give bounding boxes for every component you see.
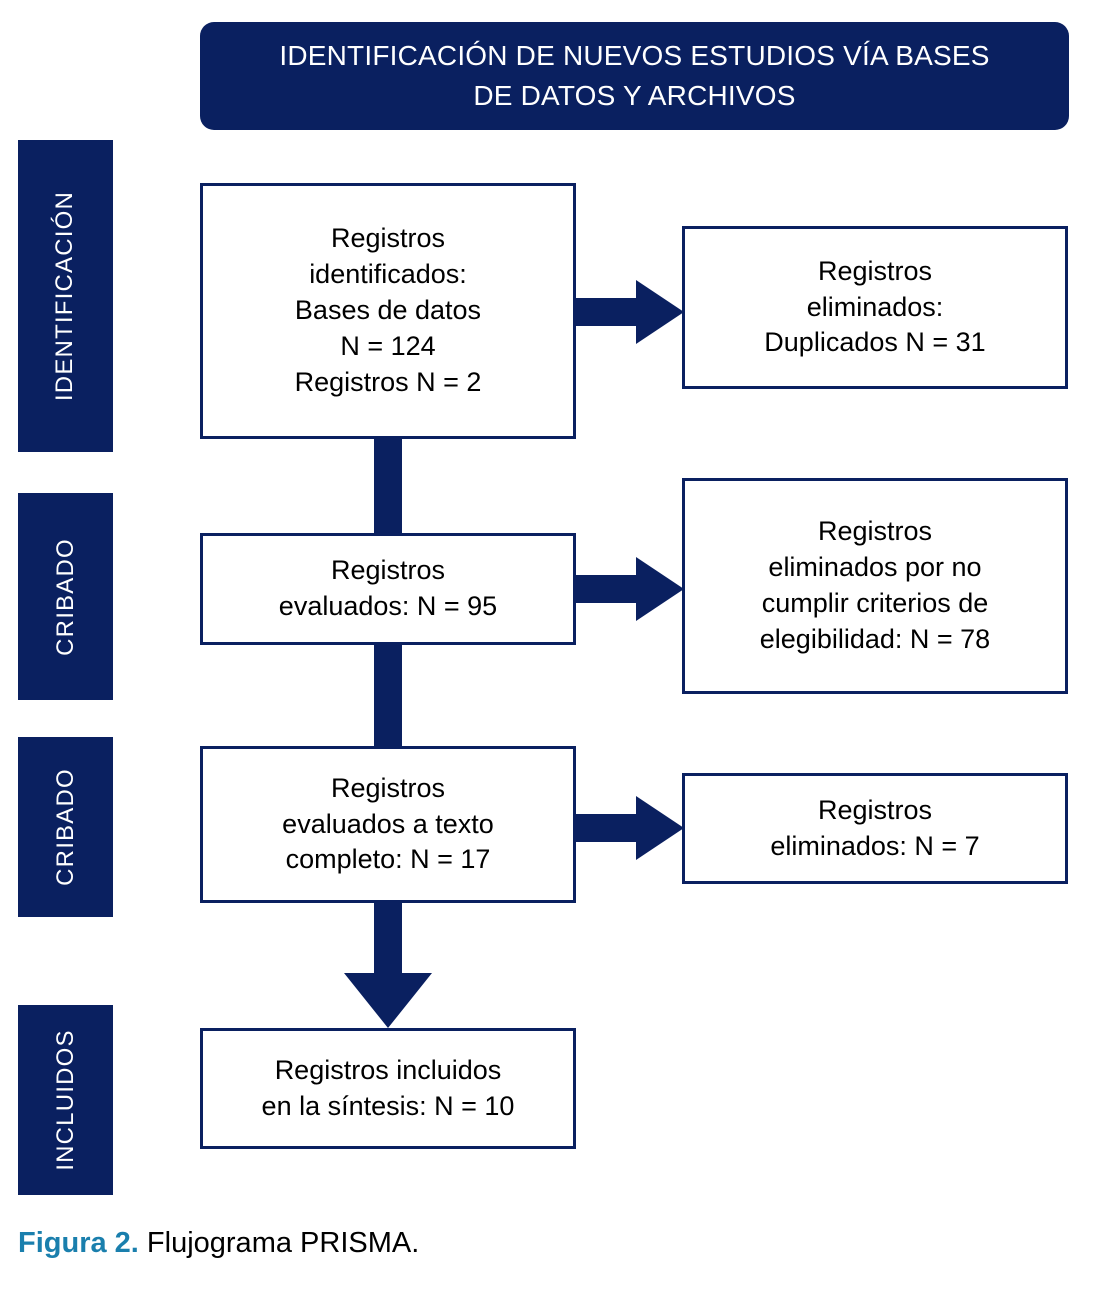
header-title: IDENTIFICACIÓN DE NUEVOS ESTUDIOS VÍA BA… [279, 40, 990, 111]
stage-bar-identificacion: IDENTIFICACIÓN [18, 140, 113, 452]
connector-screened-to-fulltext [374, 645, 402, 746]
flow-box-records-identified: Registros identificados: Bases de datos … [200, 183, 576, 439]
arrow-right-icon-to-excluded-criteria [574, 557, 684, 621]
stage-label: CRIBADO [51, 768, 79, 886]
connector-identified-to-screened [374, 439, 402, 533]
stage-bar-cribado-2: CRIBADO [18, 737, 113, 917]
arrow-down-icon-fulltext-to-included [329, 903, 447, 1028]
flow-box-text: Registros incluidos en la síntesis: N = … [261, 1054, 515, 1121]
flow-box-excluded-criteria: Registros eliminados por no cumplir crit… [682, 478, 1068, 694]
arrow-right-icon-to-duplicates [574, 280, 684, 344]
stage-label: CRIBADO [51, 537, 79, 656]
flow-box-duplicates-removed: Registros eliminados: Duplicados N = 31 [682, 226, 1068, 389]
stage-bar-incluidos: INCLUIDOS [18, 1005, 113, 1195]
figure-caption-text: Flujograma PRISMA. [138, 1227, 420, 1259]
flow-box-excluded-fulltext: Registros eliminados: N = 7 [682, 773, 1068, 884]
arrow-right-icon-to-excluded-fulltext [574, 796, 684, 860]
flow-box-records-screened: Registros evaluados: N = 95 [200, 533, 576, 645]
flow-box-records-included: Registros incluidos en la síntesis: N = … [200, 1028, 576, 1149]
flow-box-fulltext-assessed: Registros evaluados a texto completo: N … [200, 746, 576, 903]
figure-caption-label: Figura 2. [18, 1227, 139, 1259]
flow-box-text: Registros evaluados a texto completo: N … [282, 772, 494, 875]
stage-label: IDENTIFICACIÓN [51, 190, 79, 402]
figure-caption: Figura 2. Flujograma PRISMA. [18, 1226, 419, 1261]
flow-box-text: Registros eliminados por no cumplir crit… [759, 516, 991, 654]
flow-box-text: Registros eliminados: N = 7 [770, 794, 980, 861]
flow-box-text: Registros identificados: Bases de datos … [294, 223, 482, 397]
flow-box-text: Registros eliminados: Duplicados N = 31 [764, 255, 986, 358]
flow-box-text: Registros evaluados: N = 95 [278, 555, 498, 621]
header-banner: IDENTIFICACIÓN DE NUEVOS ESTUDIOS VÍA BA… [200, 22, 1069, 130]
stage-label: INCLUIDOS [51, 1029, 79, 1171]
stage-bar-cribado-1: CRIBADO [18, 493, 113, 700]
